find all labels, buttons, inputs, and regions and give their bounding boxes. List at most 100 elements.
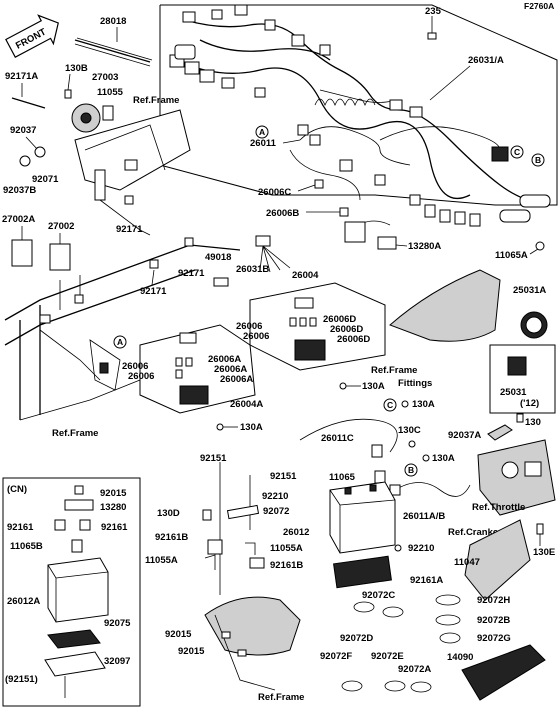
frame-upper (74, 109, 191, 236)
ref-frame-2: Ref.Frame (52, 428, 98, 439)
label-26012: 26012 (283, 527, 309, 538)
label-13280a: 13280A (408, 241, 441, 252)
label-26006b: 26006B (266, 208, 299, 219)
label-11055: 11055 (97, 87, 124, 98)
callout-c-mid-text: C (387, 400, 393, 410)
label-27002: 27002 (48, 221, 74, 232)
label-26006-2: 26006 (243, 331, 269, 342)
front-arrow-icon: FRONT (5, 14, 59, 58)
cn-label-92151: (92151) (5, 674, 38, 685)
cn-label-32097: 32097 (104, 656, 130, 667)
callout-c-top-text: C (514, 147, 520, 157)
ref-frame-fittings-1: Ref.Frame (371, 365, 417, 376)
label-26006d-2: 26006D (330, 324, 363, 335)
harness-detail-outline (159, 4, 558, 206)
label-130a-4: 130A (432, 453, 455, 464)
callout-b-mid-text: B (408, 465, 414, 475)
cn-title: (CN) (7, 484, 27, 495)
label-11047: 11047 (454, 557, 480, 568)
clamps (341, 594, 461, 693)
label-92072e: 92072E (371, 651, 404, 662)
relay-27002 (49, 243, 71, 271)
label-92072d: 92072D (340, 633, 373, 644)
cn-label-92161-2: 92161 (101, 522, 128, 533)
ref-frame-1: Ref.Frame (133, 95, 179, 106)
label-14090: 14090 (447, 652, 473, 663)
cn-plate-32097 (44, 651, 106, 677)
label-11065: 11065 (329, 472, 356, 483)
label-92161b-1: 92161B (155, 532, 188, 543)
label-26006d-3: 26006D (337, 334, 370, 345)
label-11055a-2: 11055A (145, 555, 178, 566)
cn-label-92015: 92015 (100, 488, 127, 499)
fuse-box-26004a-outline (139, 324, 256, 414)
label-92161a: 92161A (410, 575, 443, 586)
ref-frame-fittings-2: Fittings (398, 378, 432, 389)
label-49018: 49018 (205, 252, 231, 263)
cn-pad-92075 (47, 629, 101, 649)
cn-box (2, 477, 141, 707)
label-92015-1: 92015 (165, 629, 192, 640)
cn-label-11065b: 11065B (10, 541, 43, 552)
label-26006c: 26006C (258, 187, 291, 198)
throttle-body (477, 439, 556, 516)
harness-26011ab (394, 482, 471, 497)
label-130e: 130E (533, 547, 555, 558)
callout-a-top-text: A (259, 127, 265, 137)
fuse-box-26004 (294, 339, 326, 361)
cn-label-26012a: 26012A (7, 596, 40, 607)
cover-14090 (461, 644, 546, 701)
label-25031: 25031 (500, 387, 527, 398)
ref-frame-3: Ref.Frame (258, 692, 304, 703)
label-26031a: 26031/A (468, 55, 504, 66)
label-92171-1: 92171 (116, 224, 143, 235)
label-130c: 130C (398, 425, 421, 436)
label-130a-1: 130A (362, 381, 385, 392)
label-130a-3: 130A (412, 399, 435, 410)
label-27003: 27003 (92, 72, 118, 83)
label-92037a: 92037A (448, 430, 481, 441)
ref-crankcase: Ref.Crankcase (448, 527, 514, 538)
cn-label-92161-1: 92161 (7, 522, 34, 533)
label-26006a-1: 26006A (208, 354, 241, 365)
label-11055a-1: 11055A (270, 543, 303, 554)
cn-battery-26012a (47, 557, 109, 623)
label-26004a: 26004A (230, 399, 263, 410)
label-26006d-1: 26006D (323, 314, 356, 325)
label-92151-2: 92151 (270, 471, 297, 482)
socket-25031 (507, 356, 527, 376)
frame-main (4, 237, 241, 421)
label-92151-1: 92151 (200, 453, 227, 464)
callout-b-top (531, 153, 545, 167)
label-92161b-2: 92161B (270, 560, 303, 571)
fuse-box-26004a (179, 385, 209, 405)
label-92072g: 92072G (477, 633, 511, 644)
label-130a-2: 130A (240, 422, 263, 433)
label-26006-3: 26006 (122, 361, 148, 372)
label-92072a: 92072A (398, 664, 431, 675)
label-92072b: 92072B (477, 615, 510, 626)
cn-label-13280: 13280 (100, 502, 126, 513)
label-235: 235 (425, 6, 442, 17)
frame-fittings-cover (389, 269, 501, 342)
label-92071: 92071 (32, 174, 59, 185)
callout-c-mid (383, 398, 397, 412)
main-harness (174, 19, 546, 231)
label-92210-2: 92210 (408, 543, 434, 554)
pad-92161a (333, 555, 392, 589)
label-92037: 92037 (10, 125, 36, 136)
label-26011: 26011 (250, 138, 277, 149)
label-92072h: 92072H (477, 595, 510, 606)
callout-a-left (113, 335, 127, 349)
harness-connectors (169, 4, 551, 251)
figure-code: F2760A (524, 1, 554, 11)
label-27002a: 27002A (2, 214, 35, 225)
label-11065a: 11065A (495, 250, 528, 261)
box-25031 (489, 344, 556, 414)
harness-26011c (299, 418, 398, 453)
label-25031a: 25031A (513, 285, 546, 296)
callout-b-mid (404, 463, 418, 477)
crankcase (464, 519, 531, 601)
label-26011c: 26011C (321, 433, 354, 444)
